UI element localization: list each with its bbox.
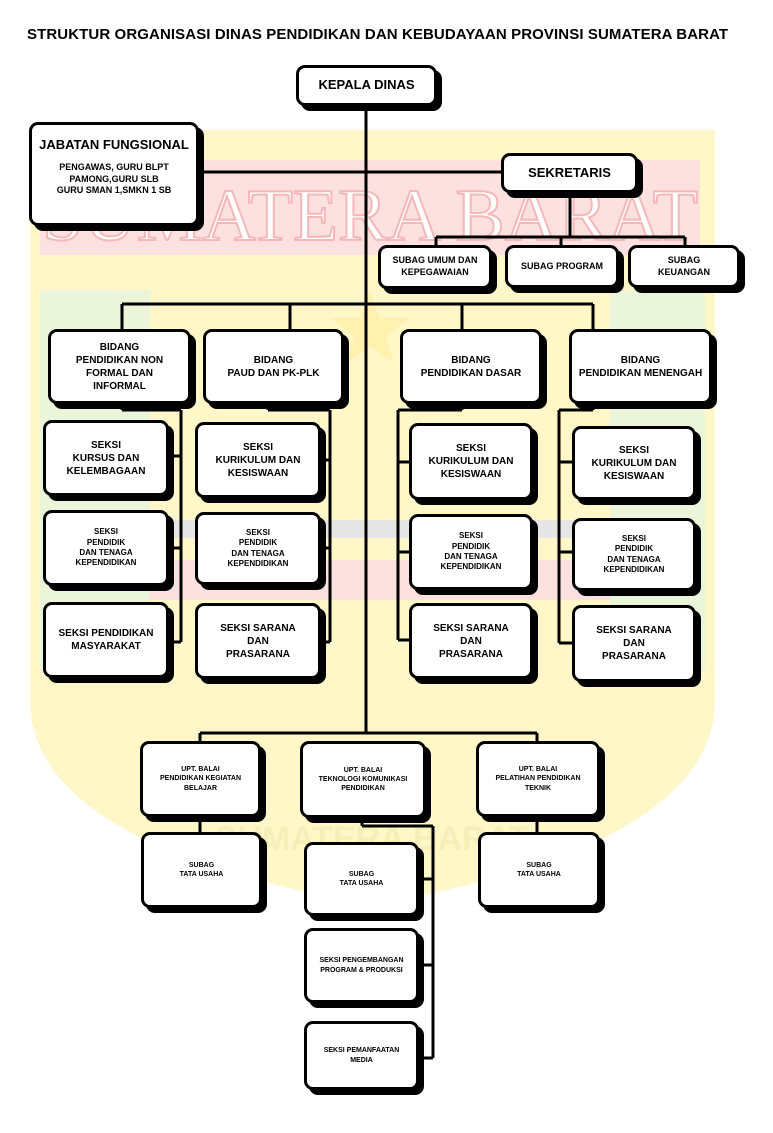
subag-box: SUBAG UMUM DAN KEPEGAWAIAN: [378, 245, 492, 289]
upt-unit-label: SUBAG TATA USAHA: [339, 870, 384, 887]
seksi-box: SEKSI PENDIDIKAN MASYARAKAT: [43, 602, 169, 678]
seksi-label: SEKSI KURIKULUM DAN KESISWAAN: [591, 444, 677, 482]
bidang-box: BIDANG PENDIDIKAN DASAR: [400, 329, 542, 404]
seksi-label: SEKSI SARANA DAN PRASARANA: [596, 625, 672, 662]
bidang-label: BIDANG PENDIDIKAN DASAR: [420, 354, 522, 379]
seksi-box: SEKSI SARANA DAN PRASARANA: [409, 603, 533, 679]
kepala-dinas-box: KEPALA DINAS: [296, 65, 437, 106]
subag-box: SUBAG KEUANGAN: [628, 245, 740, 288]
emblem-star: [330, 290, 410, 364]
bidang-box: BIDANG PENDIDIKAN NON FORMAL DAN INFORMA…: [48, 329, 191, 404]
sekretaris-box: SEKRETARIS: [501, 153, 638, 193]
upt-label: UPT. BALAI PELATIHAN PENDIDIKAN TEKNIK: [495, 766, 581, 792]
seksi-label: SEKSI KURIKULUM DAN KESISWAAN: [215, 441, 301, 479]
subag-label: SUBAG KEUANGAN: [657, 254, 710, 277]
seksi-box: SEKSI KURSUS DAN KELEMBAGAAN: [43, 420, 169, 496]
jabatan-fungsional-box: JABATAN FUNGSIONAL PENGAWAS, GURU BLPT P…: [29, 122, 199, 226]
upt-unit-box: SEKSI PENGEMBANGAN PROGRAM & PRODUKSI: [304, 928, 419, 1003]
upt-unit-box: SUBAG TATA USAHA: [141, 832, 262, 908]
seksi-label: SEKSI KURIKULUM DAN KESISWAAN: [428, 443, 514, 480]
bidang-label: BIDANG PAUD DAN PK-PLK: [227, 354, 320, 379]
seksi-box: SEKSI SARANA DAN PRASARANA: [195, 603, 321, 679]
subag-box: SUBAG PROGRAM: [505, 245, 619, 288]
upt-unit-label: SUBAG TATA USAHA: [517, 861, 561, 878]
seksi-box: SEKSI KURIKULUM DAN KESISWAAN: [195, 422, 321, 498]
seksi-label: SEKSI PENDIDIK DAN TENAGA KEPENDIDIKAN: [227, 527, 289, 568]
upt-box: UPT. BALAI TEKNOLOGI KOMUNIKASI PENDIDIK…: [300, 741, 426, 818]
bidang-label: BIDANG PENDIDIKAN NON FORMAL DAN INFORMA…: [75, 341, 164, 392]
seksi-label: SEKSI PENDIDIK DAN TENAGA KEPENDIDIKAN: [603, 533, 665, 574]
seksi-label: SEKSI PENDIDIK DAN TENAGA KEPENDIDIKAN: [75, 527, 137, 568]
upt-box: UPT. BALAI PELATIHAN PENDIDIKAN TEKNIK: [476, 741, 600, 817]
seksi-box: SEKSI KURIKULUM DAN KESISWAAN: [572, 426, 696, 500]
seksi-box: SEKSI PENDIDIK DAN TENAGA KEPENDIDIKAN: [572, 518, 696, 591]
seksi-label: SEKSI PENDIDIKAN MASYARAKAT: [58, 628, 154, 652]
seksi-box: SEKSI KURIKULUM DAN KESISWAAN: [409, 423, 533, 500]
upt-label: UPT. BALAI TEKNOLOGI KOMUNIKASI PENDIDIK…: [318, 766, 408, 793]
subag-label: SUBAG UMUM DAN KEPEGAWAIAN: [392, 255, 478, 277]
seksi-box: SEKSI PENDIDIK DAN TENAGA KEPENDIDIKAN: [43, 510, 169, 586]
bidang-label: BIDANG PENDIDIKAN MENENGAH: [578, 354, 703, 379]
kepala-dinas-label: KEPALA DINAS: [318, 77, 415, 93]
upt-unit-box: SUBAG TATA USAHA: [304, 842, 419, 916]
upt-label: UPT. BALAI PENDIDIKAN KEGIATAN BELAJAR: [159, 766, 242, 792]
seksi-label: SEKSI PENDIDIK DAN TENAGA KEPENDIDIKAN: [440, 531, 502, 572]
emblem-shield: [30, 130, 715, 905]
bidang-box: BIDANG PENDIDIKAN MENENGAH: [569, 329, 712, 404]
upt-unit-box: SUBAG TATA USAHA: [478, 832, 600, 908]
upt-unit-box: SEKSI PEMANFAATAN MEDIA: [304, 1021, 419, 1090]
jabatan-fungsional-heading: JABATAN FUNGSIONAL: [39, 137, 189, 152]
jabatan-fungsional-body: PENGAWAS, GURU BLPT PAMONG,GURU SLB GURU…: [56, 161, 172, 196]
subag-label: SUBAG PROGRAM: [520, 260, 603, 271]
seksi-label: SEKSI SARANA DAN PRASARANA: [220, 622, 296, 660]
upt-unit-label: SEKSI PENGEMBANGAN PROGRAM & PRODUKSI: [319, 957, 404, 974]
upt-box: UPT. BALAI PENDIDIKAN KEGIATAN BELAJAR: [140, 741, 261, 817]
page-title: STRUKTUR ORGANISASI DINAS PENDIDIKAN DAN…: [27, 26, 729, 43]
seksi-label: SEKSI SARANA DAN PRASARANA: [433, 622, 509, 660]
sekretaris-label: SEKRETARIS: [528, 164, 611, 180]
bidang-box: BIDANG PAUD DAN PK-PLK: [203, 329, 344, 404]
seksi-box: SEKSI SARANA DAN PRASARANA: [572, 605, 696, 682]
upt-unit-label: SUBAG TATA USAHA: [179, 861, 224, 878]
seksi-box: SEKSI PENDIDIK DAN TENAGA KEPENDIDIKAN: [195, 512, 321, 585]
seksi-label: SEKSI KURSUS DAN KELEMBAGAAN: [66, 439, 146, 477]
upt-unit-label: SEKSI PEMANFAATAN MEDIA: [323, 1047, 400, 1064]
seksi-box: SEKSI PENDIDIK DAN TENAGA KEPENDIDIKAN: [409, 514, 533, 590]
